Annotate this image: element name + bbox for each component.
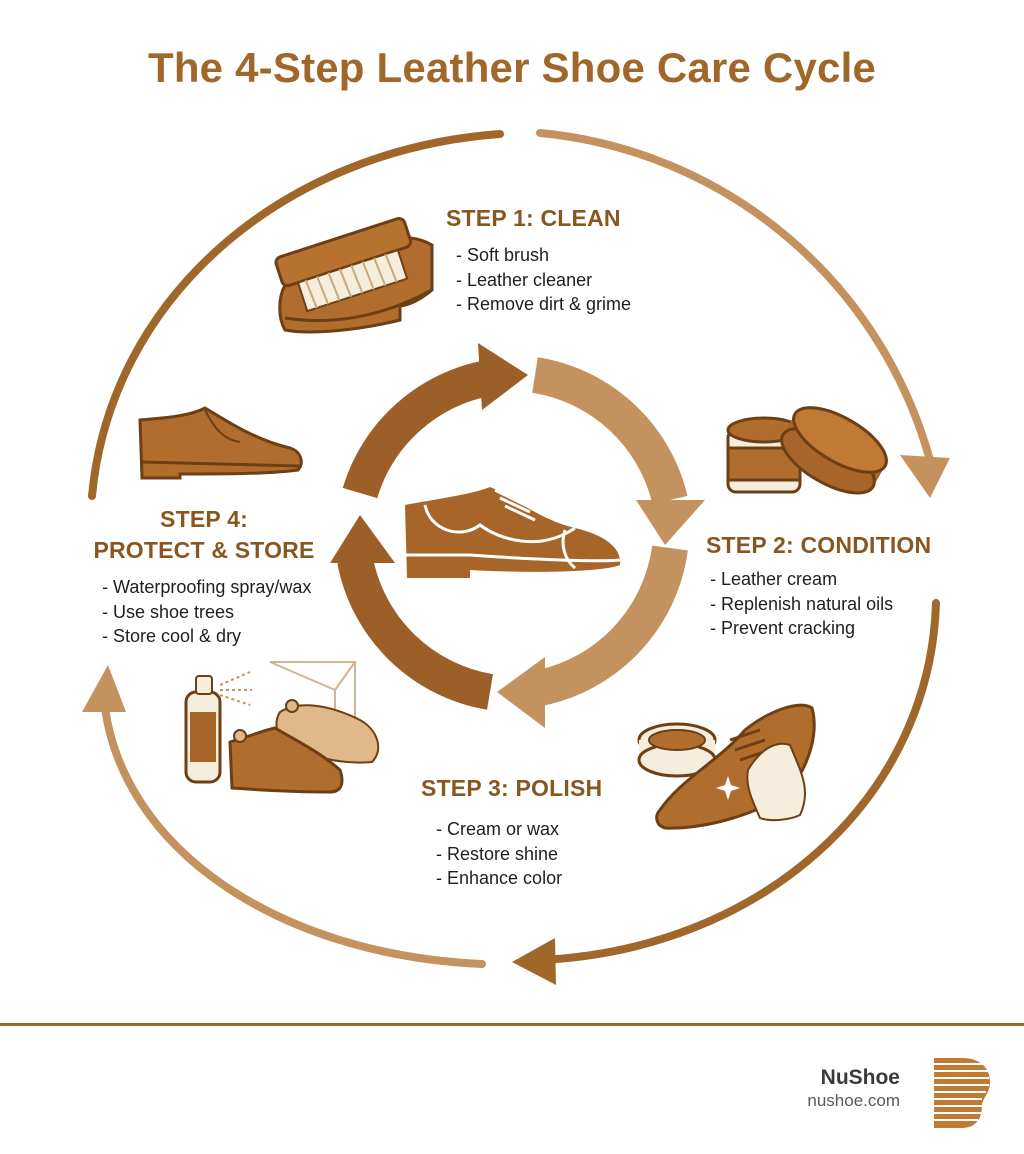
inner-arrow-3 xyxy=(497,545,688,728)
cycle-diagram xyxy=(82,129,950,985)
outer-arrow-top-left xyxy=(88,130,504,500)
step-1-item: Leather cleaner xyxy=(456,268,631,293)
inner-arrow-1 xyxy=(342,343,528,499)
step-3-list: Cream or wax Restore shine Enhance color xyxy=(436,817,562,891)
brand-url: nushoe.com xyxy=(807,1091,900,1110)
brand-name: NuShoe xyxy=(820,1066,900,1089)
inner-arrow-4 xyxy=(330,515,494,710)
center-shoe-icon xyxy=(405,487,621,578)
step-2-item: Leather cream xyxy=(710,567,893,592)
step-4-item: Use shoe trees xyxy=(102,600,311,625)
outer-arrow-bottom-right xyxy=(512,599,940,985)
step-1-list: Soft brush Leather cleaner Remove dirt &… xyxy=(456,243,631,317)
step-3-item: Restore shine xyxy=(436,842,562,867)
brush-and-shoe-icon xyxy=(274,217,434,334)
step-4-item: Store cool & dry xyxy=(102,624,311,649)
step-2-item: Prevent cracking xyxy=(710,616,893,641)
spray-and-shoe-trees-icon xyxy=(184,661,380,794)
step-4-heading-line1: STEP 4: xyxy=(160,506,248,532)
step-1-item: Remove dirt & grime xyxy=(456,292,631,317)
step-2-item: Replenish natural oils xyxy=(710,592,893,617)
cream-jar-icon xyxy=(726,406,888,495)
step-1-heading: STEP 1: CLEAN xyxy=(446,205,621,231)
outer-arrow-bottom-left xyxy=(82,665,486,968)
footer-divider xyxy=(0,1023,1024,1026)
step-1-item: Soft brush xyxy=(456,243,631,268)
step-2-list: Leather cream Replenish natural oils Pre… xyxy=(710,567,893,641)
step-4-item: Waterproofing spray/wax xyxy=(102,575,311,600)
polish-and-cloth-icon xyxy=(637,703,816,830)
step-4-list: Waterproofing spray/wax Use shoe trees S… xyxy=(102,575,311,649)
nushoe-logo-icon xyxy=(934,1058,990,1128)
step-3-heading: STEP 3: POLISH xyxy=(421,775,603,801)
inner-arrow-2 xyxy=(531,357,705,545)
page-title: The 4-Step Leather Shoe Care Cycle xyxy=(147,44,877,91)
step-3-item: Cream or wax xyxy=(436,817,562,842)
step-3-item: Enhance color xyxy=(436,866,562,891)
derby-shoe-icon xyxy=(138,406,303,480)
step-2-heading: STEP 2: CONDITION xyxy=(706,532,932,558)
step-4-heading-line2: PROTECT & STORE xyxy=(93,537,315,563)
outer-arrow-top-right xyxy=(536,129,950,498)
